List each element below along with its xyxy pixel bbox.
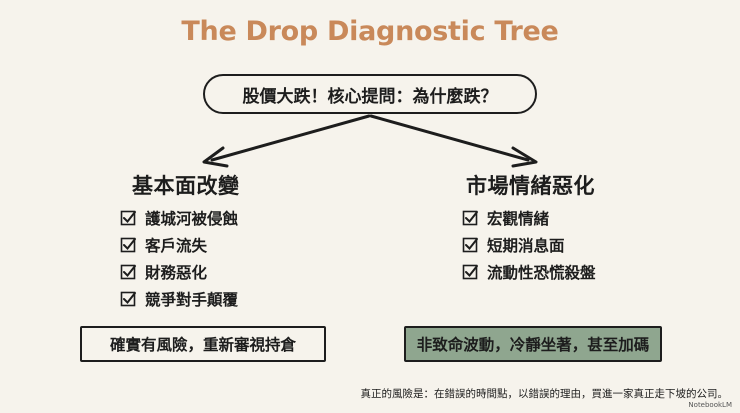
verdict-text: 確實有風險，重新審視持倉 <box>109 336 296 354</box>
list-item-label: 流動性恐慌殺盤 <box>487 263 596 282</box>
core-question-text: 股價大跌！核心提問：為什麼跌？ <box>242 86 498 107</box>
checkbox-checked-icon <box>120 291 136 307</box>
left-arrow-icon <box>210 114 371 162</box>
verdict-box-fundamentals: 確實有風險，重新審視持倉 <box>80 326 326 362</box>
checkbox-checked-icon <box>462 237 478 253</box>
left-arrowhead-icon <box>202 146 229 168</box>
checkbox-checked-icon <box>120 210 136 226</box>
list-item: 護城河被侵蝕 <box>120 204 238 231</box>
list-item: 財務惡化 <box>120 258 238 285</box>
list-item-label: 客戶流失 <box>145 236 208 255</box>
list-item-label: 護城河被侵蝕 <box>145 209 239 228</box>
verdict-text: 非致命波動，冷靜坐著，甚至加碼 <box>416 336 650 354</box>
checkbox-checked-icon <box>120 237 136 253</box>
verdict-box-sentiment: 非致命波動，冷靜坐著，甚至加碼 <box>404 326 662 362</box>
branch-heading-fundamentals: 基本面改變 <box>132 174 240 198</box>
checkbox-checked-icon <box>462 264 478 280</box>
checkbox-checked-icon <box>120 264 136 280</box>
list-item-label: 競爭對手顛覆 <box>145 290 239 309</box>
fundamentals-list: 護城河被侵蝕 客戶流失 財務惡化 競爭對手顛覆 <box>120 204 238 312</box>
checkbox-checked-icon <box>462 210 478 226</box>
branch-heading-sentiment: 市場情緒惡化 <box>466 174 595 198</box>
notebooklm-watermark: NotebookLM <box>688 401 732 409</box>
list-item: 客戶流失 <box>120 231 238 258</box>
list-item-label: 宏觀情緒 <box>487 209 550 228</box>
diagram-title: The Drop Diagnostic Tree <box>181 16 559 47</box>
right-arrowhead-icon <box>511 146 538 168</box>
right-arrow-icon <box>369 114 530 162</box>
core-question-box: 股價大跌！核心提問：為什麼跌？ <box>203 74 537 114</box>
list-item-label: 財務惡化 <box>145 263 208 282</box>
sentiment-list: 宏觀情緒 短期消息面 流動性恐慌殺盤 <box>462 204 596 285</box>
list-item: 競爭對手顛覆 <box>120 285 238 312</box>
list-item: 短期消息面 <box>462 231 596 258</box>
list-item-label: 短期消息面 <box>487 236 565 255</box>
footnote: 真正的風險是：在錯誤的時間點，以錯誤的理由，買進一家真正走下坡的公司。 <box>360 388 729 400</box>
list-item: 流動性恐慌殺盤 <box>462 258 596 285</box>
list-item: 宏觀情緒 <box>462 204 596 231</box>
